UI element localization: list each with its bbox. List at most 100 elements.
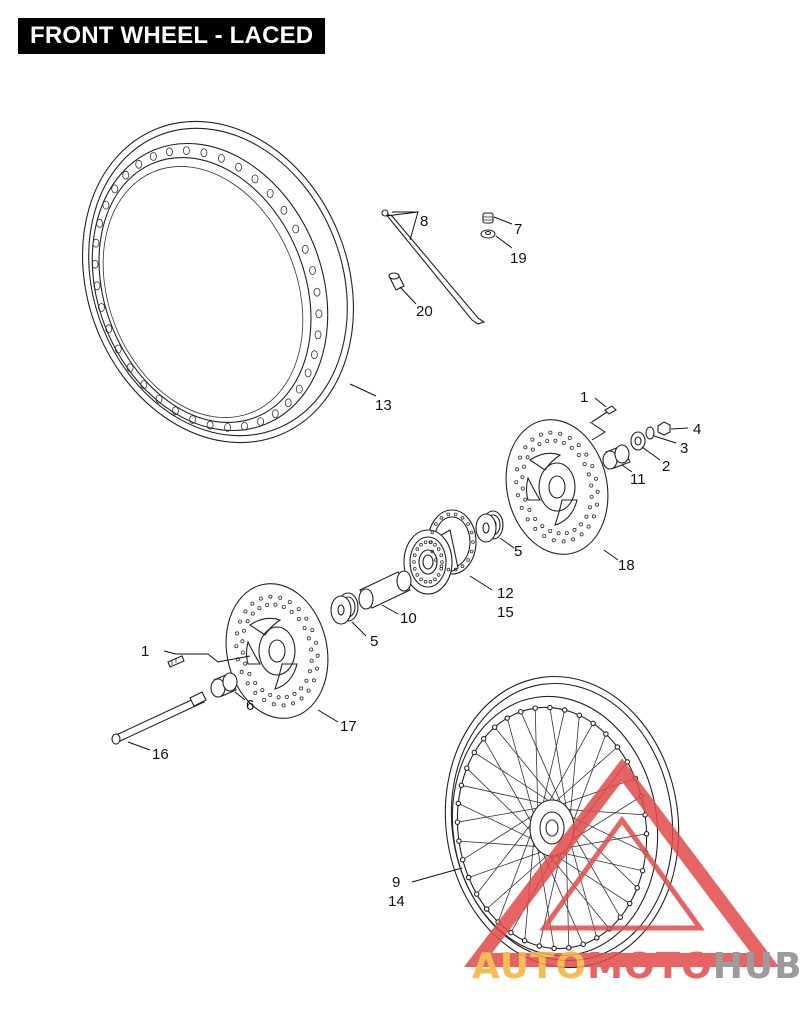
- spoke-nipple: [473, 891, 480, 897]
- rotor-vent-hole: [523, 497, 528, 502]
- rotor-vent-hole: [520, 475, 525, 480]
- spoke-nipple: [504, 715, 510, 721]
- wheel-spoke: [494, 726, 560, 807]
- rotor-vent-hole: [548, 529, 553, 534]
- rotor-vent-hole: [584, 514, 589, 519]
- screw-part-left: [167, 655, 185, 668]
- rim-spoke-hole: [91, 259, 99, 269]
- hub-flange-hole: [460, 564, 465, 568]
- bearing-left-part: [330, 592, 359, 625]
- hub-flange-hole: [436, 547, 441, 551]
- rotor-right-part: [505, 419, 609, 555]
- wheel-spoke: [486, 851, 552, 910]
- rotor-vent-hole: [527, 507, 532, 512]
- spoke-nipple: [458, 782, 465, 789]
- rotor-vent-hole: [253, 690, 258, 695]
- wheel-spoke: [555, 851, 643, 872]
- hub-flange-hole: [415, 547, 420, 551]
- rotor-vent-hole: [576, 452, 581, 457]
- triangle-icon: [463, 758, 780, 967]
- rotor-vent-hole: [253, 681, 258, 686]
- spoke-nipple: [594, 935, 600, 941]
- spoke-nipple: [455, 800, 462, 807]
- rotor-vent-hole: [304, 616, 309, 621]
- callout-labels: 8 7 19 20 13 1 4 3 2 11 5 18 12 15 10 5 …: [141, 213, 701, 910]
- hub-flange-hole: [412, 560, 416, 564]
- rotor-vent-hole: [595, 502, 600, 507]
- rotor-left-part: [225, 583, 329, 719]
- rotor-vent-hole: [278, 595, 283, 600]
- callout-15: 15: [497, 604, 514, 621]
- spoke-nipple: [532, 705, 538, 711]
- callout-18: 18: [618, 557, 635, 574]
- wheel-spoke: [569, 733, 607, 831]
- spoke-nipple: [566, 945, 572, 951]
- rotor-vent-hole: [311, 678, 316, 683]
- wheel-spoke: [534, 708, 539, 814]
- rotor-vent-hole: [572, 527, 577, 532]
- callout-8: 8: [420, 213, 428, 230]
- rotor-vent-hole: [239, 669, 244, 674]
- wheel-spoke: [458, 840, 541, 848]
- hub-flange-hole: [423, 540, 428, 545]
- wheel-spoke: [549, 707, 569, 817]
- lockwasher-part: [645, 426, 655, 440]
- inner-triangle-icon: [539, 815, 705, 931]
- rim-spoke-hole: [149, 151, 157, 161]
- rotor-vent-hole: [515, 467, 520, 472]
- rotor-vent-hole: [569, 445, 574, 450]
- rotor-vent-hole: [589, 483, 594, 488]
- bearing-right-part: [475, 510, 504, 543]
- spacer-tube-part-right: [602, 444, 631, 470]
- hub-flange-hole: [419, 577, 423, 582]
- rotor-vent-hole: [522, 464, 527, 469]
- rotor-vent-hole: [299, 696, 304, 701]
- rotor-vent-hole: [257, 606, 262, 611]
- rotor-vent-hole: [571, 537, 576, 542]
- callout-14: 14: [388, 893, 405, 910]
- wheel-spoke: [546, 723, 594, 806]
- rotor-vent-hole: [296, 617, 301, 622]
- rotor-vent-hole: [265, 603, 270, 608]
- rim-spoke-hole: [206, 420, 214, 430]
- rotor-vent-hole: [306, 636, 311, 641]
- spoke-nipple: [456, 838, 462, 844]
- rim-spoke-hole: [295, 384, 303, 394]
- hub-flange-hole: [453, 567, 458, 572]
- callout-4: 4: [693, 421, 701, 438]
- spoke-nipple: [491, 724, 498, 730]
- rotor-vent-hole: [250, 601, 255, 606]
- watermark-hub: HUB: [713, 946, 800, 987]
- spacer-sleeve-part: [388, 272, 405, 291]
- watermark-logo: AUTOMOTOHUB: [463, 758, 800, 987]
- spoke-nipple: [624, 759, 631, 765]
- rotor-vent-hole: [542, 534, 547, 539]
- spoke-nipple: [454, 819, 461, 825]
- hub-flange-hole: [439, 515, 444, 520]
- spoke-nipple: [614, 744, 621, 750]
- rim-spoke-hole: [280, 205, 288, 215]
- rotor-vent-hole: [553, 438, 558, 443]
- rim-spoke-hole: [292, 224, 300, 234]
- callout-5-left: 5: [370, 633, 378, 650]
- rotor-vent-hole: [582, 462, 587, 467]
- callout-6: 6: [246, 697, 254, 714]
- wheel-spoke: [568, 836, 598, 939]
- rim-spoke-hole: [266, 188, 274, 198]
- rim-spoke-hole: [251, 174, 259, 184]
- rotor-vent-hole: [515, 493, 520, 498]
- spoke-nipple: [580, 941, 586, 948]
- rotor-vent-hole: [268, 594, 273, 599]
- spoke-nipple: [617, 914, 624, 920]
- watermark-auto: AUTO: [472, 946, 587, 987]
- wheel-spoke: [520, 711, 565, 811]
- rim-spoke-hole: [241, 421, 248, 431]
- rim-spoke-hole: [155, 394, 163, 404]
- nut-part: [657, 421, 671, 436]
- rim-spoke-hole: [96, 218, 103, 228]
- spoke-nipple: [518, 708, 524, 715]
- wheel-spoke: [476, 817, 536, 895]
- wheel-spoke: [462, 811, 539, 861]
- wheel-spoke: [569, 828, 621, 918]
- spoke-nipple: [603, 731, 609, 737]
